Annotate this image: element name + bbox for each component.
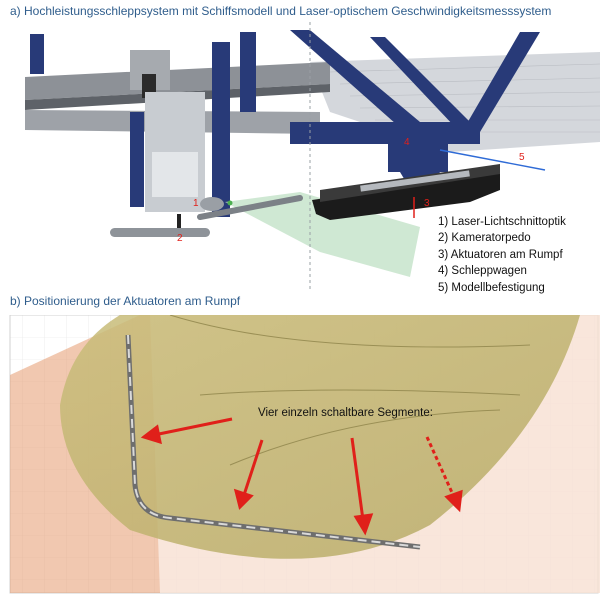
segment-arrow-3 xyxy=(350,437,365,521)
model-axis-line xyxy=(439,149,546,171)
segment-arrows xyxy=(140,417,463,536)
segment-arrow-1-head xyxy=(140,424,162,445)
segment-arrow-4-head xyxy=(444,489,463,513)
marker-2: 2 xyxy=(177,233,183,244)
marker-1: 1 xyxy=(193,198,199,209)
segment-arrow-1 xyxy=(153,417,233,437)
panel-b-caption: b) Positionierung der Aktuatoren am Rump… xyxy=(10,294,241,308)
legend-item-5: 5) Modellbefestigung xyxy=(438,281,545,294)
laser-emitter xyxy=(227,200,233,206)
laser-optics-head xyxy=(200,197,224,211)
segment-arrow-2-head xyxy=(233,488,254,510)
ship-model-hull xyxy=(312,172,500,220)
hull-contour-2 xyxy=(199,389,521,396)
panel-a-caption: a) Hochleistungsschleppsystem mit Schiff… xyxy=(10,4,552,18)
torpedo-strut xyxy=(177,214,181,228)
model-mounting-rail xyxy=(360,170,470,192)
marker-4: 4 xyxy=(404,137,410,148)
towing-system-illustration: 1 2 3 4 5 xyxy=(25,22,600,292)
segments-annotation: Vier einzeln schaltbare Segmente: xyxy=(258,407,433,419)
component-legend: 1) Laser-Lichtschnittoptik 2) Kameratorp… xyxy=(438,214,566,296)
hull-actuator-render: Vier einzeln schaltbare Segmente: xyxy=(9,315,600,594)
legend-item-4: 4) Schleppwagen xyxy=(438,265,527,278)
legend-item-2: 2) Kameratorpedo xyxy=(438,232,531,245)
camera-torpedo xyxy=(110,228,210,237)
legend-item-1: 1) Laser-Lichtschnittoptik xyxy=(438,216,566,228)
camera-mount-panel xyxy=(152,152,198,197)
segment-arrow-3-head xyxy=(353,513,374,536)
marker-5: 5 xyxy=(519,152,525,163)
torpedo-boom xyxy=(197,195,303,220)
segment-arrow-2 xyxy=(242,439,264,496)
hull-contour-1 xyxy=(169,315,531,348)
towing-carriage-frame xyxy=(30,30,540,217)
legend-item-3: 3) Aktuatoren am Rumpf xyxy=(438,248,563,261)
segment-arrow-4 xyxy=(425,436,456,498)
hull-contour-3 xyxy=(229,409,501,466)
marker-3: 3 xyxy=(424,198,430,209)
actuator-segment-marks xyxy=(127,334,421,548)
